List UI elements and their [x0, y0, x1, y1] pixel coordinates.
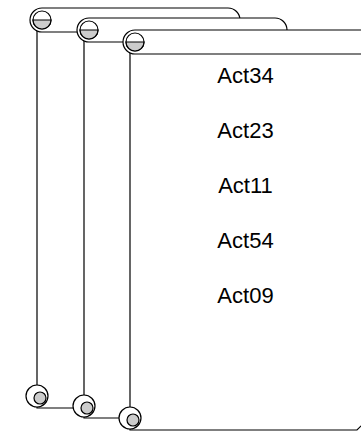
scroll-entry: Act11: [118, 158, 361, 213]
scroll-entry: Act23: [118, 103, 361, 158]
scroll-node: Act34Act23Act11Act54Act09: [118, 30, 361, 430]
scroll-top-roll: [123, 30, 361, 54]
scroll-entry: Act09: [118, 268, 361, 323]
scroll-entry: Act54: [118, 213, 361, 268]
scroll-curl: [119, 407, 141, 429]
scroll-curl: [127, 414, 139, 426]
scroll-curl: [126, 33, 144, 51]
scroll-curl: [126, 42, 144, 51]
scroll-entry: Act34: [118, 48, 361, 103]
